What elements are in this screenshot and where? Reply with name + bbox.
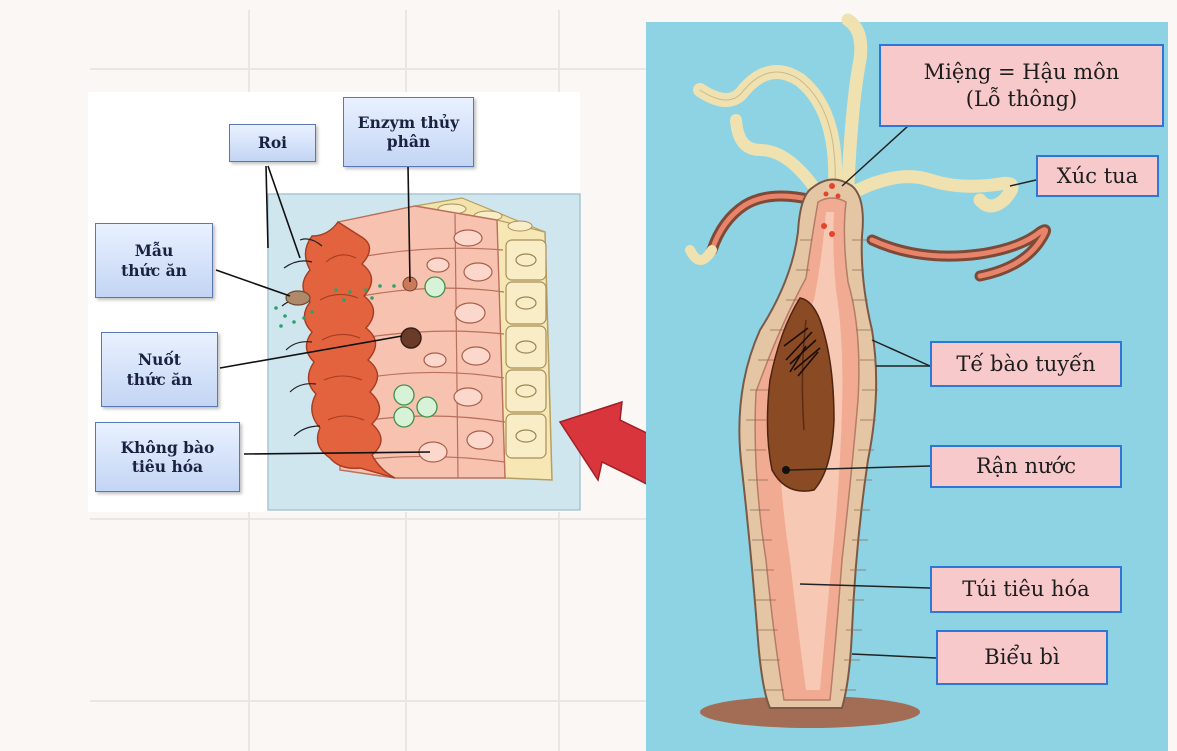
label-digestive-sac: Túi tiêu hóa	[930, 566, 1122, 613]
label-gland-cells: Tế bào tuyến	[930, 341, 1122, 387]
label-roi: Roi	[229, 124, 316, 162]
label-swallow-food: Nuốt thức ăn	[101, 332, 218, 407]
label-digestive-vacuole: Không bào tiêu hóa	[95, 422, 240, 492]
label-food-sample: Mẫu thức ăn	[95, 223, 213, 298]
label-mouth-anus: Miệng = Hậu môn (Lỗ thông)	[879, 44, 1164, 127]
label-water-flea: Rận nước	[930, 445, 1122, 488]
label-enzyme: Enzym thủy phân	[343, 97, 474, 167]
label-tentacle: Xúc tua	[1036, 155, 1159, 197]
label-epidermis: Biểu bì	[936, 630, 1108, 685]
